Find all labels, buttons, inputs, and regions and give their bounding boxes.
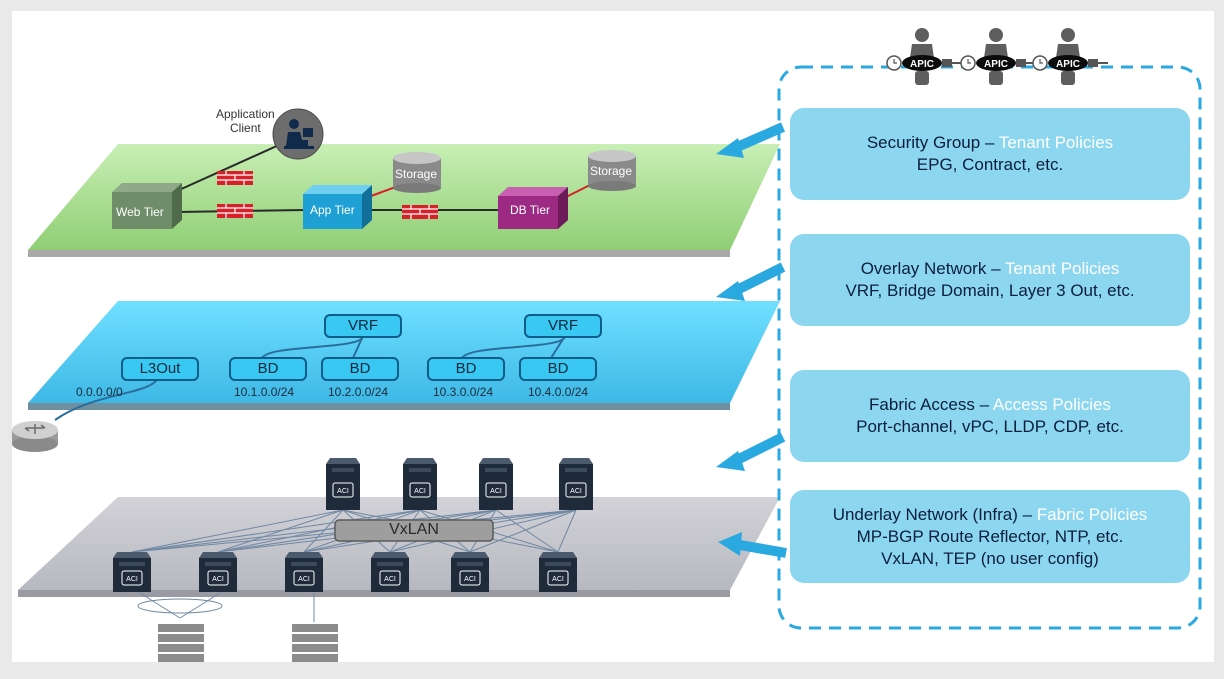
panel-separator: – (974, 395, 993, 414)
spine-switch-icon: ACI (403, 458, 437, 510)
apic-label: APIC (984, 59, 1008, 70)
app-client-label: Application Client (216, 107, 275, 135)
panel-overlay-network: Overlay Network – Tenant Policies VRF, B… (790, 234, 1190, 326)
leaf-switch-icon: ACI (539, 552, 577, 592)
l3out-box (121, 357, 199, 381)
panel-title: Overlay Network (860, 259, 987, 278)
storage-label: Storage (395, 167, 438, 181)
db-tier-cube (498, 187, 568, 229)
policy-arrow (716, 432, 786, 471)
firewall-icon (402, 205, 438, 219)
vrf-box (324, 314, 402, 338)
db-tier-label: DB Tier (510, 203, 551, 217)
vxlan-bar (334, 519, 494, 542)
app-tier-cube (303, 185, 372, 229)
leaf-switch-icon: ACI (199, 552, 237, 592)
panel-highlight: Tenant Policies (998, 133, 1114, 152)
bd-box (427, 357, 505, 381)
overlay-network-plane (28, 301, 780, 410)
leaf-switch-icon: ACI (451, 552, 489, 592)
bd-box (519, 357, 597, 381)
panel-highlight: Fabric Policies (1036, 504, 1148, 524)
panel-highlight: Access Policies (992, 395, 1111, 414)
web-tier-cube (112, 183, 182, 229)
leaf-switch-icon: ACI (371, 552, 409, 592)
storage-cylinder (393, 152, 441, 193)
spine-switch-icon: ACI (479, 458, 513, 510)
subnet-label: 10.2.0.0/24 (328, 385, 389, 399)
panel-title-line: Underlay Network (Infra) – Fabric Polici… (833, 504, 1148, 526)
switch-badge: ACI (126, 576, 138, 583)
storage-label: Storage (590, 164, 633, 178)
panel-detail: MP-BGP Route Reflector, NTP, etc. (856, 526, 1124, 546)
panel-title: Underlay Network (Infra) (832, 504, 1018, 524)
l3out-label: L3Out (139, 360, 181, 377)
subnet-label: 10.1.0.0/24 (234, 385, 295, 399)
leaf-switch-icon: ACI (285, 552, 323, 592)
bd-label: BD (455, 360, 477, 377)
panel-detail: Port-channel, vPC, LLDP, CDP, etc. (856, 417, 1124, 436)
switch-badge: ACI (552, 576, 564, 583)
panel-detail: VRF, Bridge Domain, Layer 3 Out, etc. (845, 281, 1135, 300)
apic-controller-icon: APIC (960, 28, 1036, 85)
panel-highlight: Tenant Policies (1004, 259, 1120, 278)
default-route-label: 0.0.0.0/0 (76, 385, 123, 399)
switch-badge: ACI (298, 576, 310, 583)
vrf-box (524, 314, 602, 338)
switch-badge: ACI (490, 488, 502, 495)
vxlan-label: VxLAN (389, 521, 439, 538)
policy-arrow (718, 532, 787, 558)
panel-underlay-network: Underlay Network (Infra) – Fabric Polici… (790, 490, 1190, 583)
panel-detail: EPG, Contract, etc. (916, 155, 1064, 174)
leaf-switch-icon: ACI (113, 552, 151, 592)
overlay-links (54, 335, 566, 421)
spine-switch-icon: ACI (559, 458, 593, 510)
apic-controller-icon: APIC (886, 28, 962, 85)
panel-separator: – (980, 133, 999, 152)
apic-label: APIC (1056, 59, 1080, 70)
firewall-icon (217, 171, 253, 185)
firewall-icon (217, 204, 253, 218)
switch-badge: ACI (570, 488, 582, 495)
apic-controller-icon: APIC (1032, 28, 1108, 85)
panel-separator: – (986, 259, 1005, 278)
switch-badge: ACI (384, 576, 396, 583)
bd-label: BD (257, 360, 279, 377)
bd-label: BD (547, 360, 569, 377)
web-tier-label: Web Tier (116, 205, 164, 219)
policy-arrow (716, 262, 786, 301)
panel-title: Security Group (866, 133, 981, 152)
panel-fabric-access: Fabric Access – Access Policies Port-cha… (790, 370, 1190, 462)
switch-badge: ACI (212, 576, 224, 583)
bd-label: BD (349, 360, 371, 377)
app-tier-label: App Tier (310, 203, 355, 217)
spine-switch-icon: ACI (326, 458, 360, 510)
apic-label: APIC (910, 59, 934, 70)
subnet-label: 10.3.0.0/24 (433, 385, 494, 399)
vrf-label: VRF (548, 317, 578, 334)
storage-cylinder (588, 150, 636, 191)
server-rack-icon (137, 592, 223, 662)
panel-detail: VxLAN, TEP (no user config) (881, 548, 1099, 568)
panel-security-group: Security Group – Tenant Policies EPG, Co… (790, 108, 1190, 200)
panel-separator: – (1017, 504, 1037, 524)
subnet-label: 10.4.0.0/24 (528, 385, 589, 399)
switch-badge: ACI (337, 488, 349, 495)
app-client-line1: Application (216, 107, 275, 121)
switch-badge: ACI (464, 576, 476, 583)
panel-title-line: Fabric Access – Access Policies (869, 394, 1111, 416)
policy-arrow (716, 122, 786, 158)
panel-title-line: Security Group – Tenant Policies (867, 132, 1113, 154)
router-icon (12, 421, 58, 452)
bd-box (321, 357, 399, 381)
server-rack-icon (292, 593, 338, 662)
vrf-label: VRF (348, 317, 378, 334)
switch-badge: ACI (414, 488, 426, 495)
bd-box (229, 357, 307, 381)
client-user-icon (272, 108, 324, 160)
panel-title: Fabric Access (869, 395, 975, 414)
app-client-line2: Client (230, 121, 261, 135)
panel-title-line: Overlay Network – Tenant Policies (861, 258, 1120, 280)
